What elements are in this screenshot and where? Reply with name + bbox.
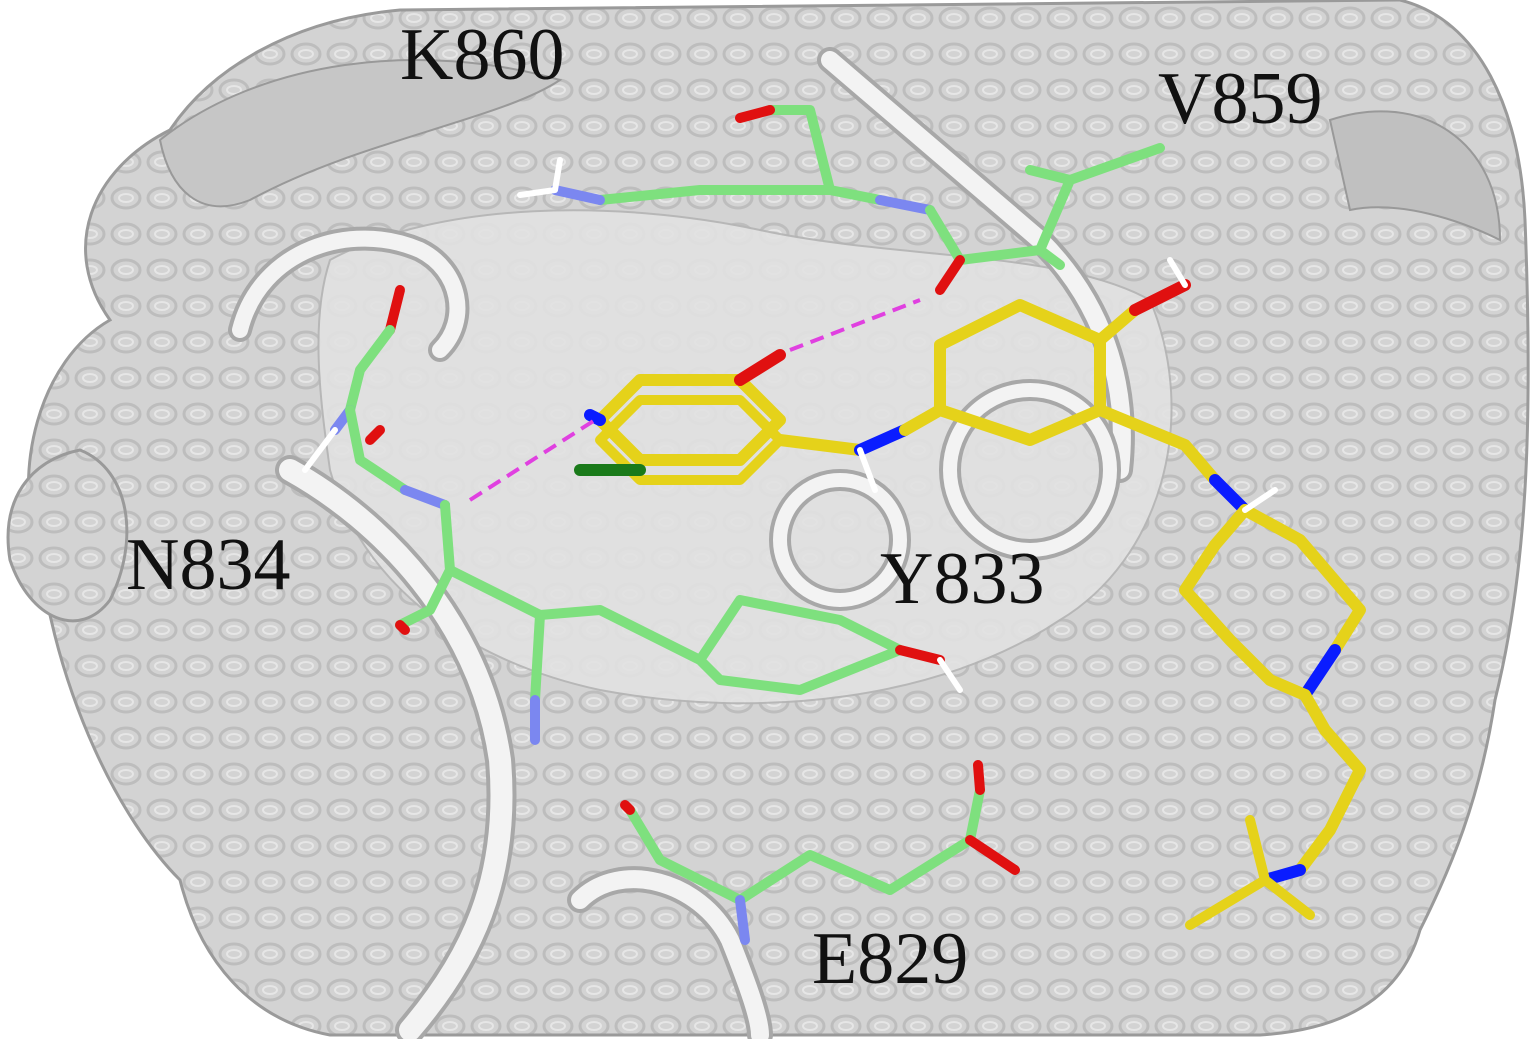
residue-n834 <box>302 285 450 510</box>
surface-fold-top <box>158 59 563 208</box>
residue-k860 <box>517 105 885 205</box>
residue-e829 <box>620 760 1020 945</box>
hydrogen-bonds <box>468 298 921 502</box>
residue-y833 <box>395 500 963 745</box>
label-k860: K860 <box>400 14 565 96</box>
residue-v859 <box>875 143 1165 295</box>
label-v859: V859 <box>1158 58 1323 140</box>
surface-lobe-left <box>6 448 129 623</box>
ligand <box>574 257 1366 930</box>
label-y833: Y833 <box>880 538 1045 620</box>
label-e829: E829 <box>812 918 969 1000</box>
protein-ribbons <box>228 47 1135 1039</box>
surface-fold-right <box>1328 110 1502 242</box>
label-n834: N834 <box>126 524 291 606</box>
